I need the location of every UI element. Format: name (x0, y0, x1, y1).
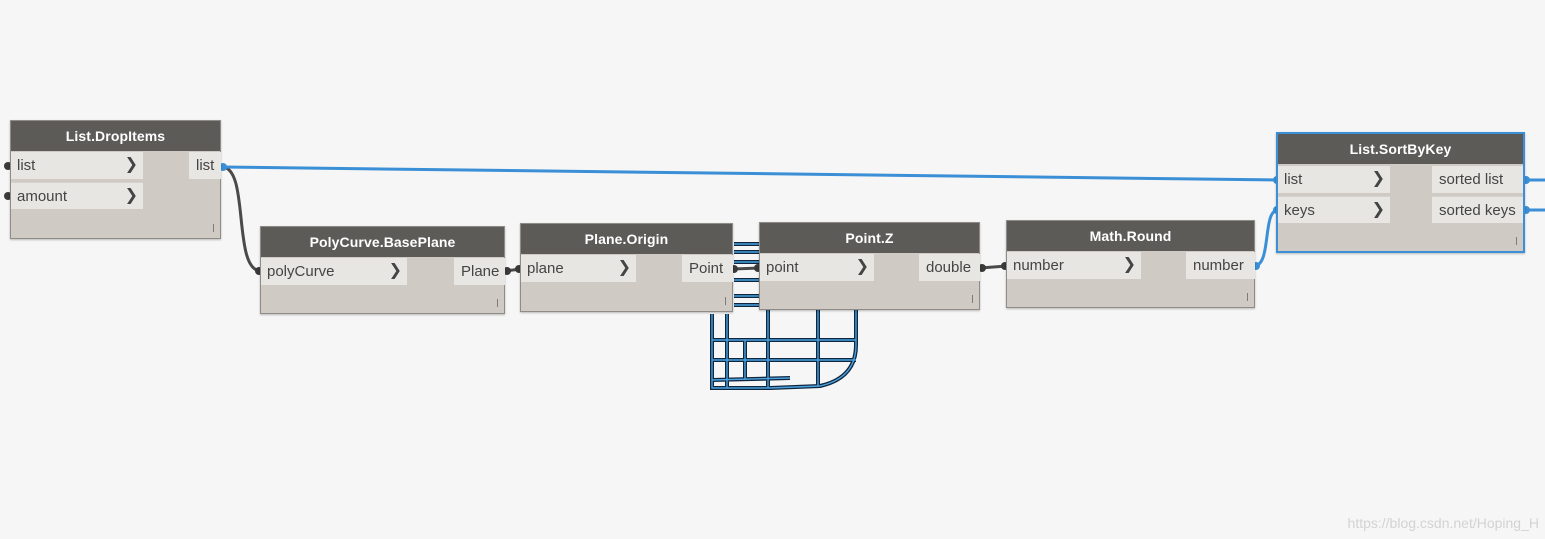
node-list-sortbykey[interactable]: List.SortByKey list ❯ keys ❯ sorted list… (1276, 132, 1525, 253)
port-label: polyCurve (267, 263, 335, 280)
node-title[interactable]: Math.Round (1007, 221, 1254, 251)
input-port-polycurve[interactable]: polyCurve ❯ (261, 258, 407, 285)
port-label: plane (527, 260, 564, 277)
output-port-sorted-keys[interactable]: sorted keys (1432, 196, 1523, 223)
node-point-z[interactable]: Point.Z point ❯ double (759, 222, 980, 310)
wire-dropitems-sortbykey (221, 165, 1279, 182)
node-title[interactable]: List.DropItems (11, 121, 220, 151)
input-port-plane[interactable]: plane ❯ (521, 255, 636, 282)
port-label: Point (689, 260, 724, 277)
output-port-plane[interactable]: Plane (454, 258, 505, 285)
output-port-list[interactable]: list (189, 152, 221, 179)
lacing-icon (972, 295, 973, 303)
node-title[interactable]: Plane.Origin (521, 224, 732, 254)
port-dot-list-out (219, 163, 227, 171)
port-label: keys (1284, 201, 1315, 219)
chevron-right-icon: ❯ (1371, 201, 1385, 218)
chevron-right-icon: ❯ (1371, 170, 1385, 187)
chevron-right-icon: ❯ (617, 259, 631, 276)
node-title[interactable]: List.SortByKey (1278, 134, 1523, 164)
chevron-right-icon: ❯ (855, 258, 869, 275)
wire-round-sortbykey (1253, 208, 1279, 268)
lacing-icon (213, 224, 214, 232)
node-polycurve-baseplane[interactable]: PolyCurve.BasePlane polyCurve ❯ Plane (260, 226, 505, 314)
input-port-list[interactable]: list ❯ (11, 152, 143, 179)
chevron-right-icon: ❯ (388, 262, 402, 279)
port-label: Plane (461, 263, 500, 280)
node-list-dropitems[interactable]: List.DropItems list ❯ amount ❯ list (10, 120, 221, 239)
port-label: list (1284, 171, 1303, 188)
input-port-keys[interactable]: keys ❯ (1278, 196, 1390, 223)
chevron-right-icon: ❯ (1122, 256, 1136, 273)
input-port-list[interactable]: list ❯ (1278, 166, 1390, 193)
port-label: number (1193, 257, 1244, 274)
port-label: list (17, 157, 36, 174)
node-title[interactable]: PolyCurve.BasePlane (261, 227, 504, 257)
node-plane-origin[interactable]: Plane.Origin plane ❯ Point (520, 223, 733, 312)
port-dot-plane-out (503, 267, 511, 275)
output-port-sorted-list[interactable]: sorted list (1432, 166, 1523, 193)
port-label: amount (17, 187, 68, 205)
input-port-point[interactable]: point ❯ (760, 254, 874, 281)
port-label: number (1013, 257, 1064, 274)
wire-dropitems-baseplane (221, 165, 262, 273)
port-label: point (766, 259, 799, 276)
lacing-icon (497, 299, 498, 307)
chevron-right-icon: ❯ (124, 187, 138, 204)
lacing-icon (1247, 293, 1248, 301)
input-port-amount[interactable]: amount ❯ (11, 182, 143, 209)
node-math-round[interactable]: Math.Round number ❯ number (1006, 220, 1255, 308)
geometry-preview (710, 242, 858, 390)
output-port-double[interactable]: double (919, 254, 980, 281)
node-title[interactable]: Point.Z (760, 223, 979, 253)
watermark: https://blog.csdn.net/Hoping_H (1347, 515, 1539, 531)
port-dot-double-out (978, 264, 986, 272)
output-port-number[interactable]: number (1186, 252, 1255, 279)
lacing-icon (1516, 237, 1517, 245)
chevron-right-icon: ❯ (124, 156, 138, 173)
port-label: sorted list (1439, 171, 1504, 188)
port-label: list (196, 157, 215, 174)
port-label: double (926, 259, 972, 276)
output-port-point[interactable]: Point (682, 255, 733, 282)
port-label: sorted keys (1439, 201, 1516, 219)
lacing-icon (725, 297, 726, 305)
input-port-number[interactable]: number ❯ (1007, 252, 1141, 279)
